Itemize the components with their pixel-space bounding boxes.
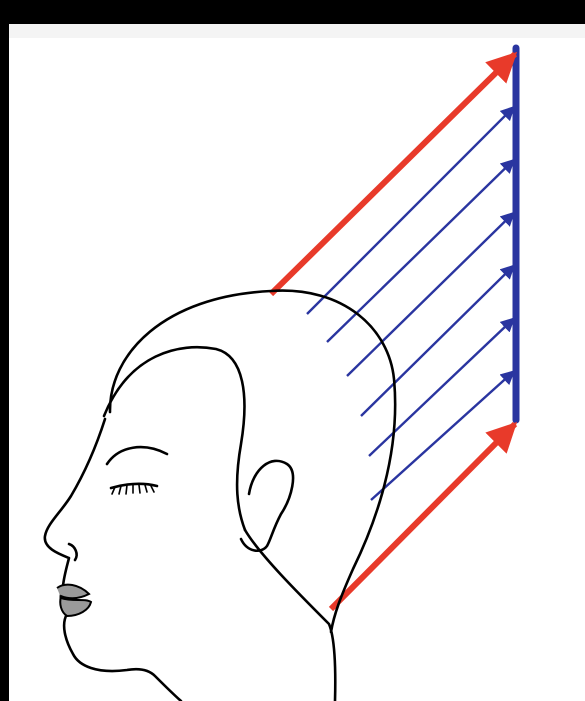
lips	[57, 585, 91, 616]
hair-outline	[110, 291, 395, 632]
hairline	[104, 347, 245, 530]
elevation-line	[307, 107, 514, 314]
elevation-line	[347, 213, 514, 376]
hair-elevation-diagram	[9, 24, 585, 701]
head-profile	[45, 291, 395, 701]
face-profile	[45, 419, 181, 701]
eyelid	[111, 484, 157, 488]
eyebrow	[107, 447, 167, 464]
diagram-frame	[9, 24, 585, 701]
elevation-line	[327, 160, 514, 342]
upper-guide-arrow	[271, 54, 515, 294]
neck-line	[245, 530, 335, 701]
top-strip	[9, 24, 585, 38]
